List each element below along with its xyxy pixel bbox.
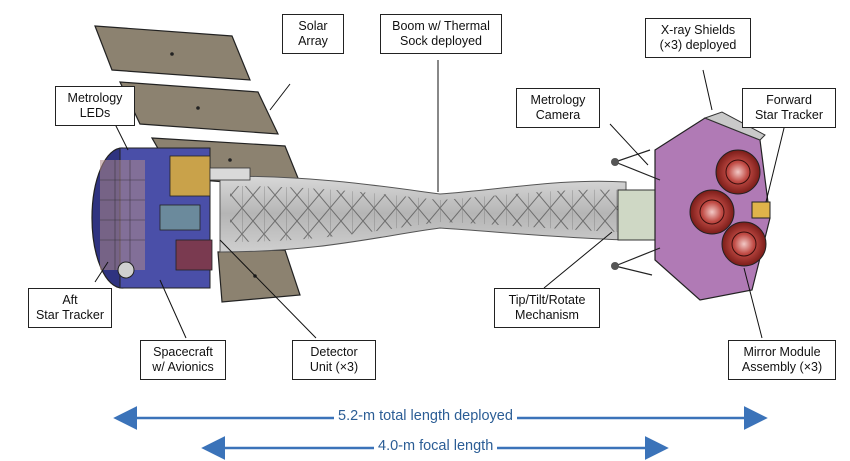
label-tip-tilt-rotate: Tip/Tilt/Rotate Mechanism [494, 288, 600, 328]
leader-lines [94, 60, 786, 339]
label-xray-shields: X-ray Shields (×3) deployed [645, 18, 751, 58]
label-metrology-leds: Metrology LEDs [55, 86, 135, 126]
label-mirror-module-assembly: Mirror Module Assembly (×3) [728, 340, 836, 380]
total-length-label: 5.2-m total length deployed [334, 408, 517, 424]
mirror-assembly [611, 111, 771, 301]
label-spacecraft-avionics: Spacecraft w/ Avionics [140, 340, 226, 380]
label-aft-star-tracker: Aft Star Tracker [28, 288, 112, 328]
label-solar-array: Solar Array [282, 14, 344, 54]
mirror-module-1 [715, 149, 761, 195]
solar-panel-4 [217, 249, 301, 303]
label-metrology-camera: Metrology Camera [516, 88, 600, 128]
label-detector-unit: Detector Unit (×3) [292, 340, 376, 380]
spacecraft-bus [91, 147, 251, 289]
focal-length-label: 4.0-m focal length [374, 438, 498, 454]
forward-star-tracker [751, 201, 771, 219]
mirror-module-3 [721, 221, 767, 267]
boom [219, 175, 627, 253]
label-forward-star-tracker: Forward Star Tracker [742, 88, 836, 128]
label-boom: Boom w/ Thermal Sock deployed [380, 14, 502, 54]
mirror-module-2 [689, 189, 735, 235]
